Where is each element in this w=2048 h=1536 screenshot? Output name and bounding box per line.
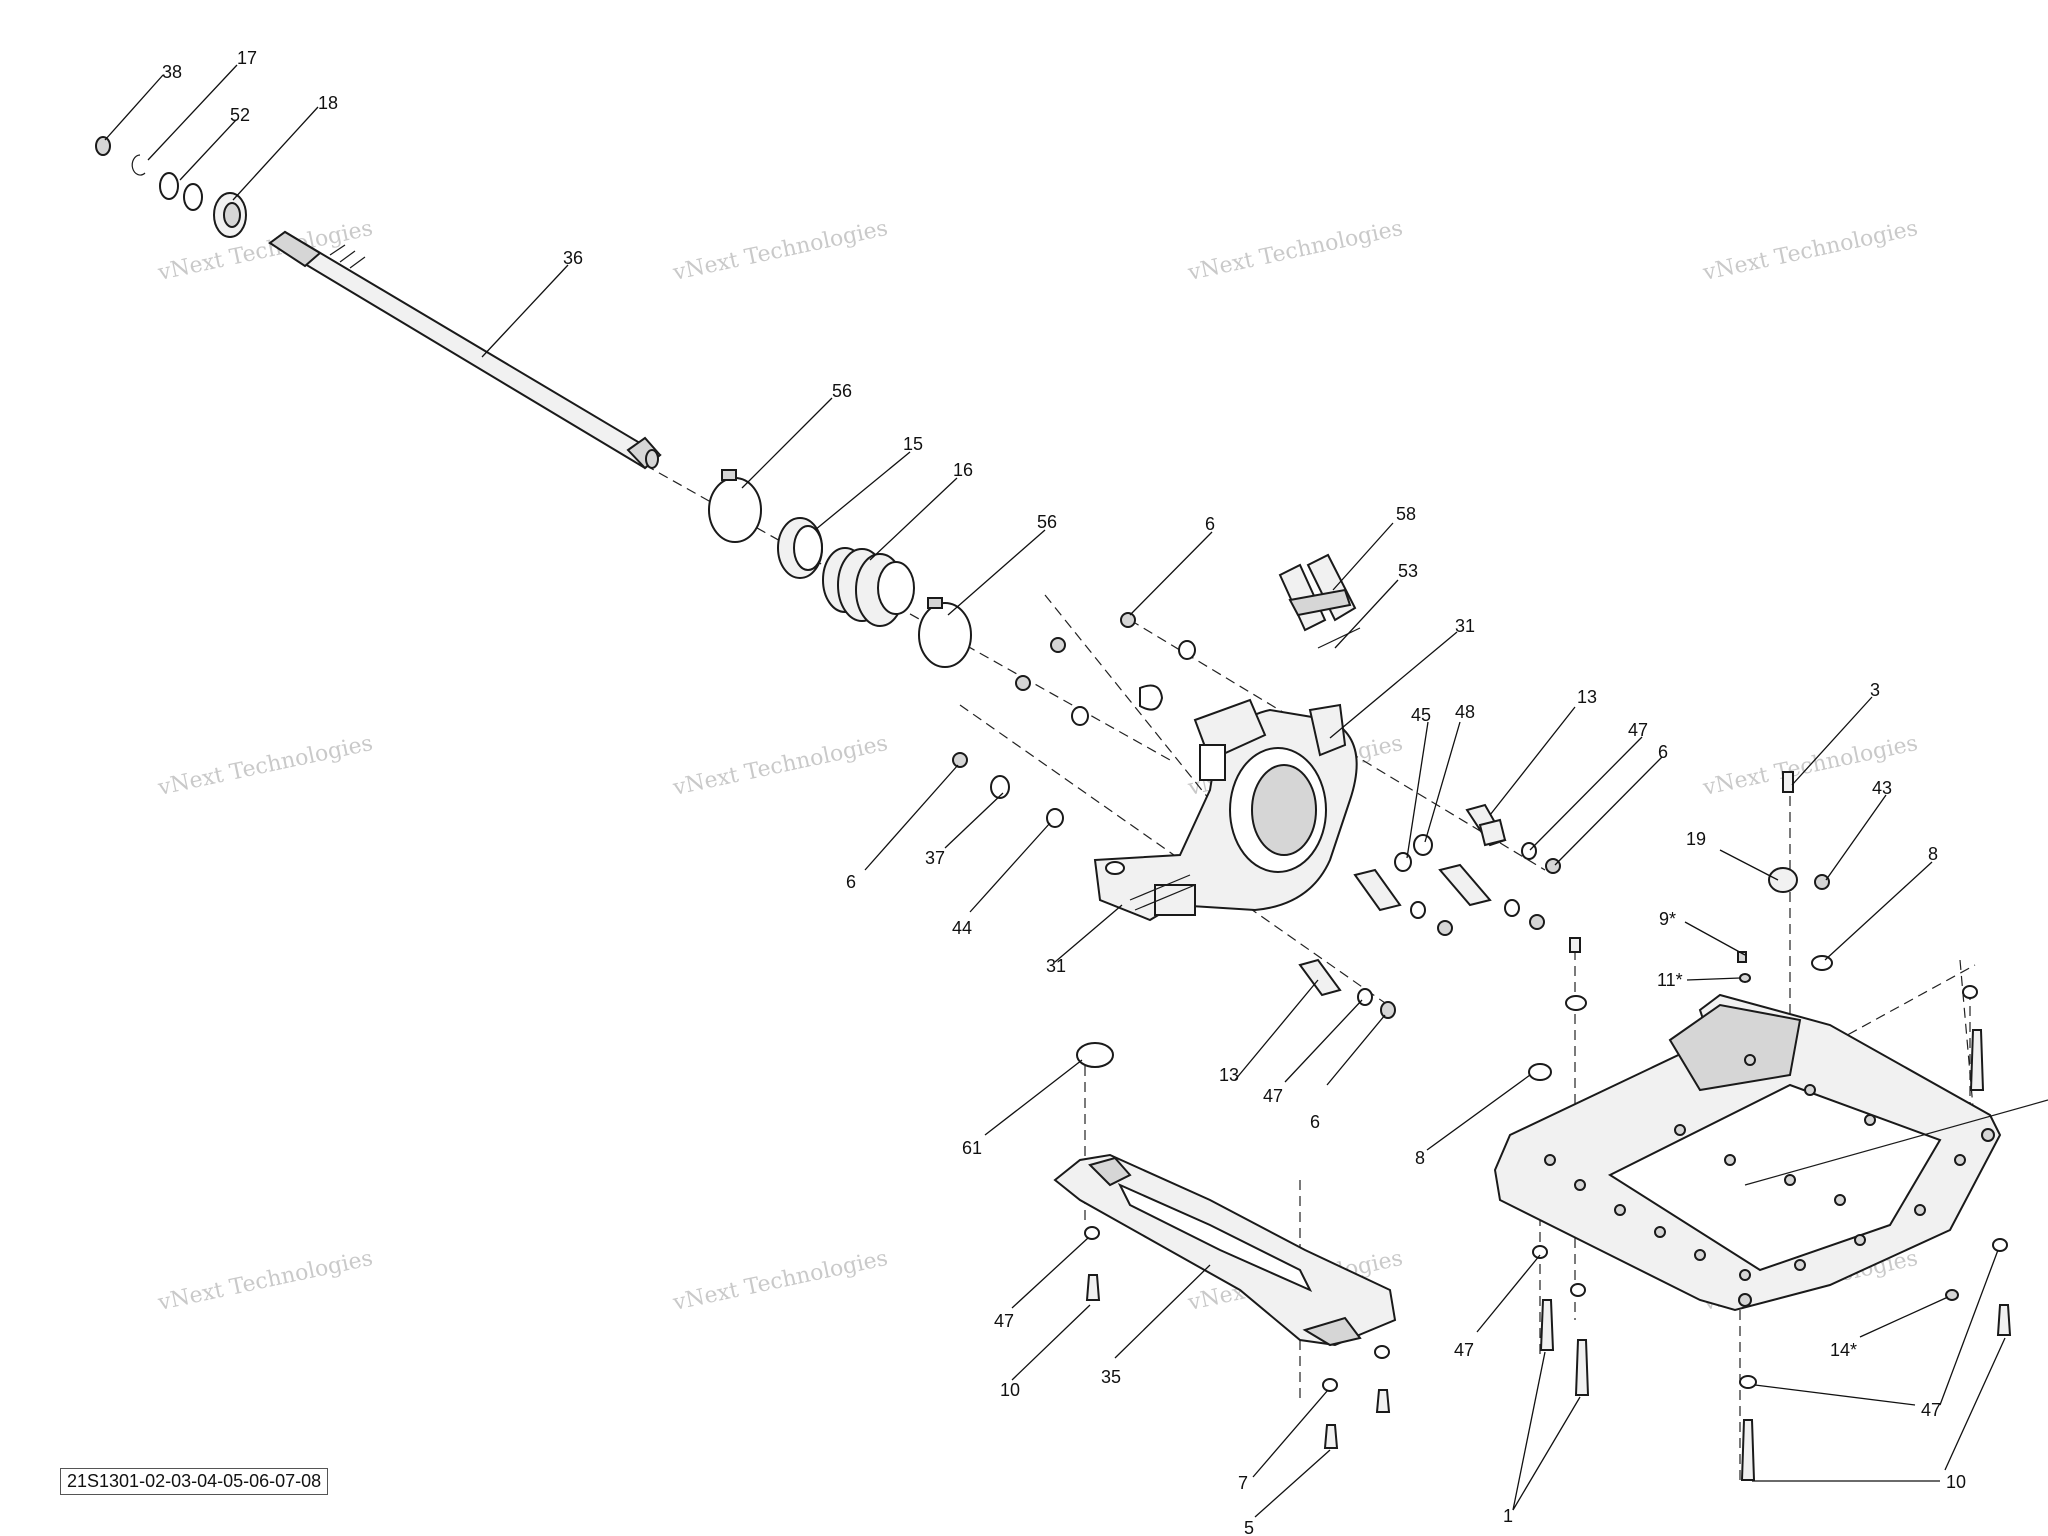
callout-labels: 38 17 52 18 36 56 15 16 56 6 58 53 31 6 … bbox=[162, 48, 1966, 1536]
watermark: vNext Technologies bbox=[670, 1246, 890, 1316]
callout-45: 45 bbox=[1411, 705, 1431, 725]
callout-37: 37 bbox=[925, 848, 945, 868]
pin-53 bbox=[1317, 627, 1361, 649]
callout-47-upper: 47 bbox=[1628, 720, 1648, 740]
callout-31-upper: 31 bbox=[1455, 616, 1475, 636]
callout-8-upper: 8 bbox=[1928, 844, 1938, 864]
watermark: vNext Technologies bbox=[155, 731, 375, 801]
callout-56-upper: 56 bbox=[832, 381, 852, 401]
rail-35 bbox=[1053, 1042, 1397, 1347]
callout-17: 17 bbox=[237, 48, 257, 68]
callout-38: 38 bbox=[162, 62, 182, 82]
callout-5: 5 bbox=[1244, 1518, 1254, 1536]
callout-48: 48 bbox=[1455, 702, 1475, 722]
fasteners-upper-right bbox=[1528, 771, 1833, 1081]
callout-31-lower: 31 bbox=[1046, 956, 1066, 976]
bearing-18 bbox=[213, 192, 247, 238]
skid-plate bbox=[1493, 993, 2048, 1312]
watermark: vNext Technologies bbox=[670, 216, 890, 286]
leader-lines bbox=[104, 64, 2006, 1518]
callout-6-top: 6 bbox=[1205, 514, 1215, 534]
housing-31 bbox=[1093, 698, 1358, 922]
boot-16 bbox=[822, 547, 915, 627]
callout-10-left: 10 bbox=[1000, 1380, 1020, 1400]
callout-13-upper: 13 bbox=[1577, 687, 1597, 707]
callout-6-lower: 6 bbox=[1310, 1112, 1320, 1132]
callout-43: 43 bbox=[1872, 778, 1892, 798]
callout-36: 36 bbox=[563, 248, 583, 268]
callout-6-left: 6 bbox=[846, 872, 856, 892]
watermark: vNext Technologies bbox=[155, 1246, 375, 1316]
callout-11: 11* bbox=[1657, 970, 1683, 990]
callout-10-right: 10 bbox=[1946, 1472, 1966, 1492]
callout-44: 44 bbox=[952, 918, 972, 938]
rail-35-fasteners bbox=[1084, 1226, 1391, 1449]
callout-53: 53 bbox=[1398, 561, 1418, 581]
callout-52: 52 bbox=[230, 105, 250, 125]
connector-58 bbox=[1278, 553, 1357, 632]
watermark: vNext Technologies bbox=[670, 731, 890, 801]
clamp-56-lower bbox=[918, 597, 972, 668]
callout-47-right: 47 bbox=[1921, 1400, 1941, 1420]
nut-38 bbox=[95, 136, 111, 156]
skid-plate-bolts bbox=[1532, 985, 2012, 1481]
ring-15 bbox=[777, 517, 823, 579]
reference-code-label: 21S1301-02-03-04-05-06-07-08 bbox=[60, 1468, 329, 1495]
drive-shaft-36 bbox=[268, 230, 662, 470]
clamp-56-upper bbox=[708, 469, 762, 543]
housing-fasteners bbox=[952, 612, 1196, 828]
callout-14: 14* bbox=[1830, 1340, 1857, 1360]
bolt-stack-right bbox=[1298, 803, 1561, 1019]
callout-9: 9* bbox=[1659, 909, 1676, 929]
callout-58: 58 bbox=[1396, 504, 1416, 524]
callout-3: 3 bbox=[1870, 680, 1880, 700]
callout-61: 61 bbox=[962, 1138, 982, 1158]
callout-8-lower: 8 bbox=[1415, 1148, 1425, 1168]
callout-16: 16 bbox=[953, 460, 973, 480]
callout-18: 18 bbox=[318, 93, 338, 113]
callout-47-mid: 47 bbox=[1263, 1086, 1283, 1106]
callout-47-center: 47 bbox=[1454, 1340, 1474, 1360]
callout-19: 19 bbox=[1686, 829, 1706, 849]
circlip-17 bbox=[131, 154, 146, 176]
callout-1: 1 bbox=[1503, 1506, 1513, 1526]
callout-6-right: 6 bbox=[1658, 742, 1668, 762]
o-ring-52 bbox=[159, 172, 203, 211]
callout-35: 35 bbox=[1101, 1367, 1121, 1387]
callout-13-lower: 13 bbox=[1219, 1065, 1239, 1085]
callout-7: 7 bbox=[1238, 1473, 1248, 1493]
callout-56-lower: 56 bbox=[1037, 512, 1057, 532]
callout-15: 15 bbox=[903, 434, 923, 454]
callout-47-left: 47 bbox=[994, 1311, 1014, 1331]
watermark: vNext Technologies bbox=[1185, 216, 1405, 286]
watermark: vNext Technologies bbox=[1700, 216, 1920, 286]
